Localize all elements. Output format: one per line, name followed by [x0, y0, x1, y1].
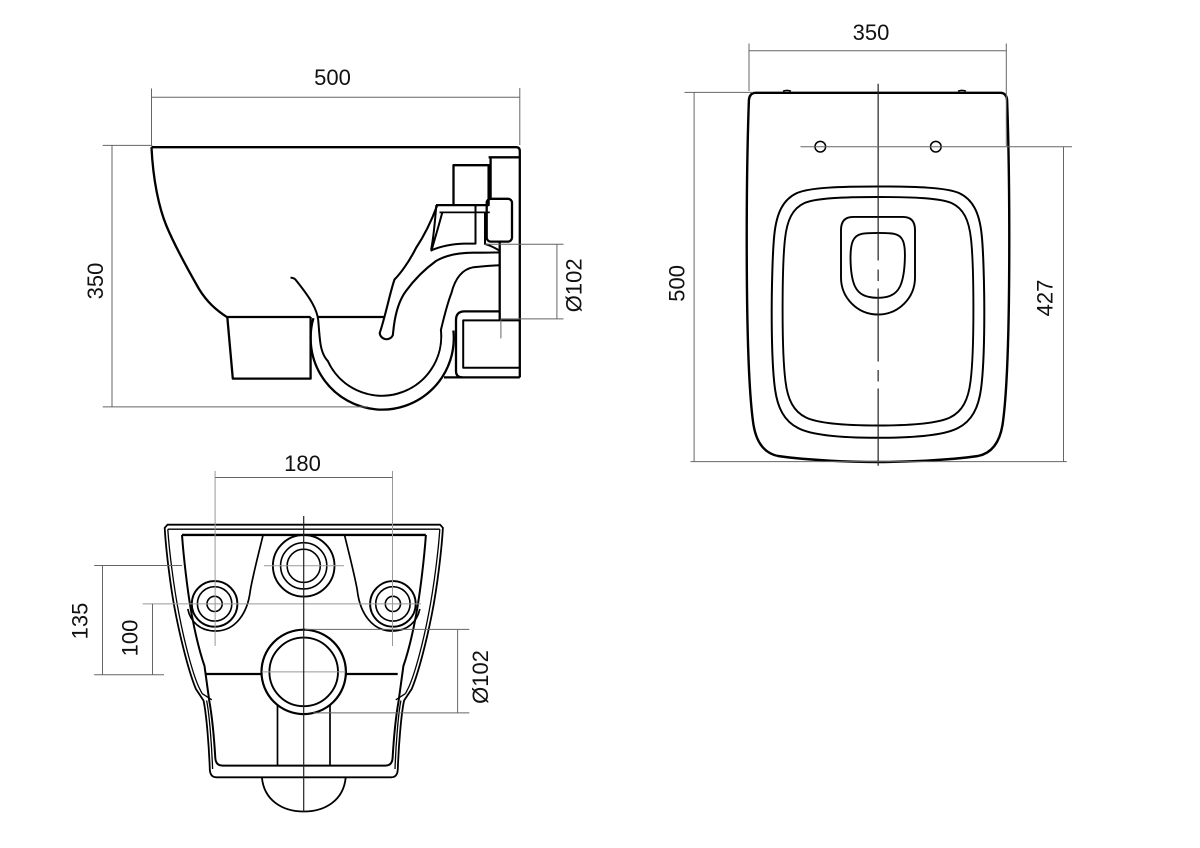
svg-text:Ø102: Ø102: [562, 258, 587, 312]
svg-text:180: 180: [284, 451, 321, 476]
svg-text:100: 100: [118, 620, 143, 657]
svg-text:Ø102: Ø102: [468, 650, 493, 704]
svg-text:350: 350: [853, 20, 890, 45]
svg-text:500: 500: [314, 65, 351, 90]
svg-text:500: 500: [665, 265, 690, 302]
svg-text:350: 350: [83, 263, 108, 300]
svg-text:135: 135: [68, 603, 93, 640]
svg-text:427: 427: [1033, 280, 1058, 317]
